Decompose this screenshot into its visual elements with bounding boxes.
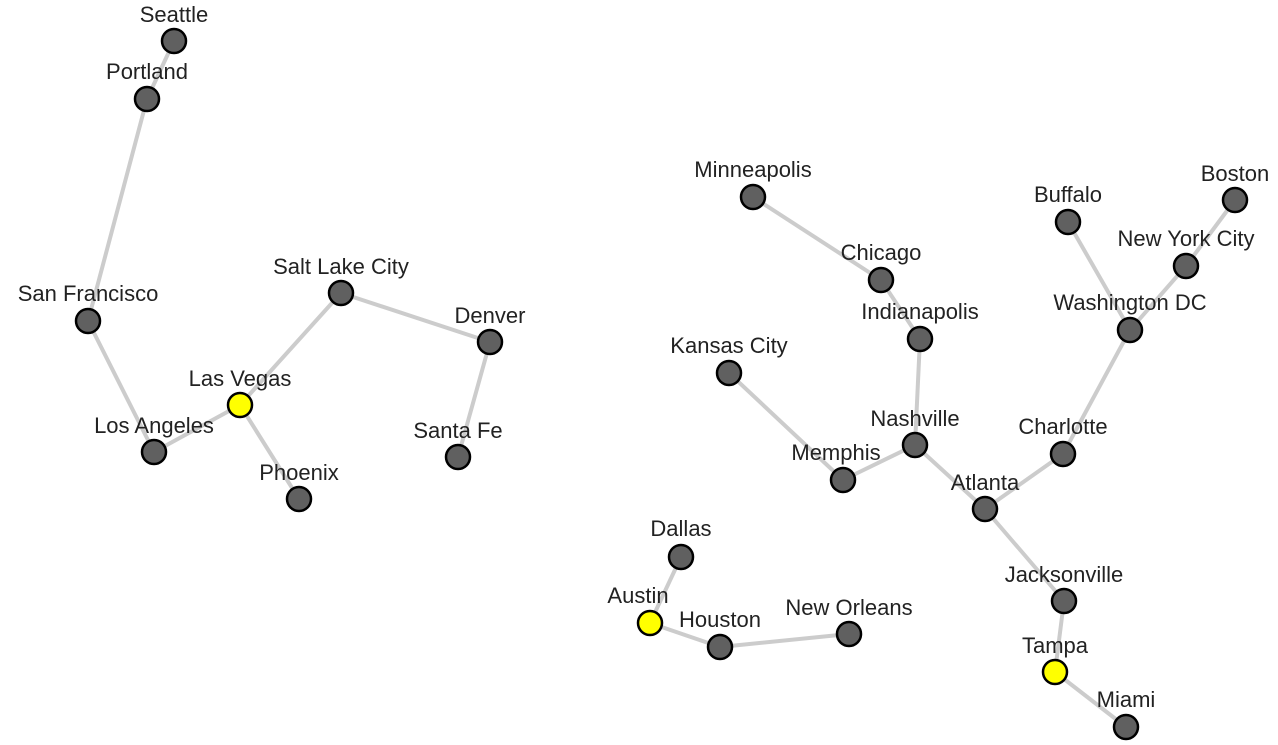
edge-minneapolis-chicago [751, 195, 883, 282]
node-denver[interactable] [476, 328, 504, 356]
node-label-kansas-city: Kansas City [670, 333, 787, 358]
edge-san-francisco-los-angeles [86, 319, 156, 454]
node-label-indianapolis: Indianapolis [861, 299, 978, 324]
node-label-nashville: Nashville [870, 406, 959, 431]
edge-washington-dc-buffalo [1066, 220, 1132, 332]
node-salt-lake-city[interactable] [327, 279, 355, 307]
node-label-seattle: Seattle [140, 2, 209, 27]
edge-salt-lake-city-denver [339, 291, 492, 344]
node-new-orleans[interactable] [835, 620, 863, 648]
node-charlotte[interactable] [1049, 440, 1077, 468]
node-label-houston: Houston [679, 607, 761, 632]
edge-charlotte-washington-dc [1061, 328, 1132, 456]
edge-indianapolis-nashville [913, 337, 922, 447]
node-boston[interactable] [1221, 186, 1249, 214]
node-new-york-city[interactable] [1172, 252, 1200, 280]
edge-denver-santa-fe [456, 340, 492, 459]
node-buffalo[interactable] [1054, 208, 1082, 236]
node-label-miami: Miami [1097, 687, 1156, 712]
node-label-san-francisco: San Francisco [18, 281, 159, 306]
edge-portland-san-francisco [86, 97, 149, 323]
node-label-portland: Portland [106, 59, 188, 84]
node-minneapolis[interactable] [739, 183, 767, 211]
edge-houston-new-orleans [718, 632, 851, 649]
node-label-las-vegas: Las Vegas [189, 366, 292, 391]
node-label-denver: Denver [455, 303, 526, 328]
node-houston[interactable] [706, 633, 734, 661]
node-san-francisco[interactable] [74, 307, 102, 335]
edge-memphis-nashville [841, 443, 917, 482]
node-miami[interactable] [1112, 713, 1140, 741]
node-jacksonville[interactable] [1050, 587, 1078, 615]
node-indianapolis[interactable] [906, 325, 934, 353]
node-washington-dc[interactable] [1116, 316, 1144, 344]
node-label-santa-fe: Santa Fe [413, 418, 502, 443]
node-phoenix[interactable] [285, 485, 313, 513]
node-label-austin: Austin [607, 583, 668, 608]
edge-los-angeles-las-vegas [152, 403, 242, 454]
edge-washington-dc-new-york-city [1128, 264, 1188, 332]
node-seattle[interactable] [160, 27, 188, 55]
node-label-new-orleans: New Orleans [785, 595, 912, 620]
node-label-atlanta: Atlanta [951, 470, 1020, 495]
node-label-boston: Boston [1201, 161, 1270, 186]
node-portland[interactable] [133, 85, 161, 113]
node-dallas[interactable] [667, 543, 695, 571]
node-nashville[interactable] [901, 431, 929, 459]
node-layer [74, 27, 1249, 741]
node-label-los-angeles: Los Angeles [94, 413, 214, 438]
node-label-dallas: Dallas [650, 516, 711, 541]
node-chicago[interactable] [867, 266, 895, 294]
node-label-tampa: Tampa [1022, 633, 1089, 658]
node-label-charlotte: Charlotte [1018, 414, 1107, 439]
node-las-vegas[interactable] [226, 391, 254, 419]
edge-atlanta-jacksonville [983, 507, 1066, 603]
edge-kansas-city-memphis [727, 371, 845, 482]
edge-tampa-miami [1053, 670, 1128, 729]
node-kansas-city[interactable] [715, 359, 743, 387]
node-label-jacksonville: Jacksonville [1005, 562, 1124, 587]
node-atlanta[interactable] [971, 495, 999, 523]
edge-las-vegas-salt-lake-city [238, 291, 343, 407]
node-santa-fe[interactable] [444, 443, 472, 471]
node-label-minneapolis: Minneapolis [694, 157, 811, 182]
node-label-salt-lake-city: Salt Lake City [273, 254, 409, 279]
edge-nashville-atlanta [913, 443, 987, 511]
node-tampa[interactable] [1041, 658, 1069, 686]
edge-new-york-city-boston [1184, 198, 1237, 268]
node-los-angeles[interactable] [140, 438, 168, 466]
node-label-washington-dc: Washington DC [1053, 290, 1206, 315]
node-label-buffalo: Buffalo [1034, 182, 1102, 207]
node-austin[interactable] [636, 609, 664, 637]
edge-atlanta-charlotte [983, 452, 1065, 511]
node-label-phoenix: Phoenix [259, 460, 339, 485]
node-memphis[interactable] [829, 466, 857, 494]
edge-las-vegas-phoenix [238, 403, 301, 501]
node-label-new-york-city: New York City [1118, 226, 1255, 251]
node-label-chicago: Chicago [841, 240, 922, 265]
node-label-memphis: Memphis [791, 440, 880, 465]
